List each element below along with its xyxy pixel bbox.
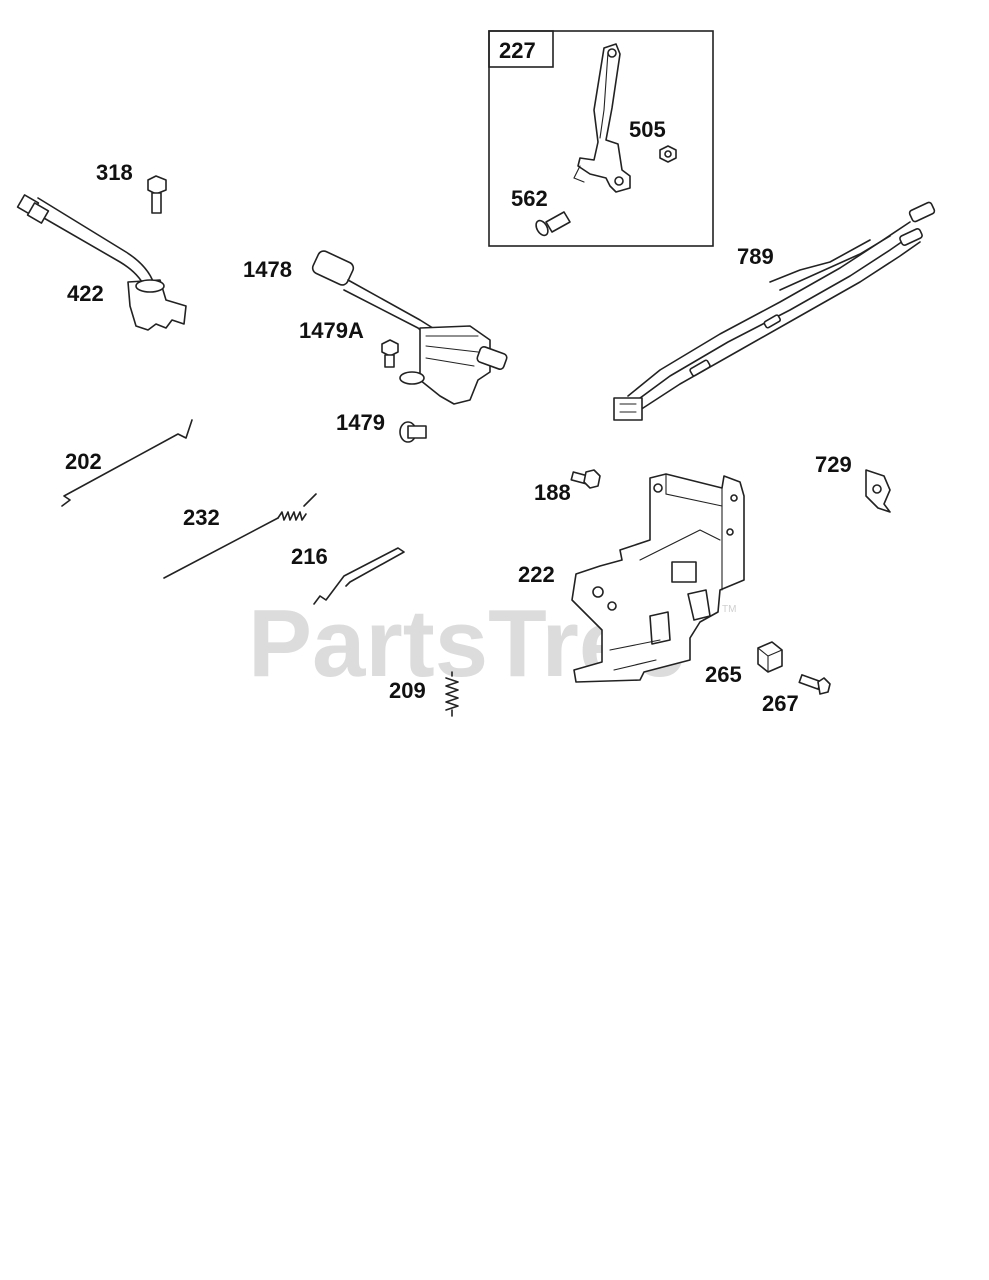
callout-562[interactable]: 562 — [511, 186, 548, 211]
wire-harness-icon[interactable] — [613, 201, 936, 421]
callout-216[interactable]: 216 — [291, 544, 328, 569]
callout-265[interactable]: 265 — [705, 662, 742, 687]
spring-link-icon[interactable] — [163, 493, 317, 579]
pin-icon[interactable] — [534, 211, 571, 237]
link-icon[interactable] — [313, 547, 405, 605]
kit-inset-box — [488, 30, 714, 247]
spring-icon[interactable] — [445, 671, 459, 717]
throttle-lever-icon[interactable] — [573, 43, 631, 193]
callout-422[interactable]: 422 — [67, 281, 104, 306]
callout-1478[interactable]: 1478 — [243, 257, 292, 282]
clip-icon[interactable] — [865, 469, 891, 513]
callout-318[interactable]: 318 — [96, 160, 133, 185]
callout-505[interactable]: 505 — [629, 117, 666, 142]
callout-267[interactable]: 267 — [762, 691, 799, 716]
callout-227[interactable]: 227 — [499, 38, 536, 63]
screw-icon[interactable] — [798, 674, 831, 695]
solenoid-icon[interactable] — [311, 249, 508, 405]
callout-232[interactable]: 232 — [183, 505, 220, 530]
callout-1479[interactable]: 1479 — [336, 410, 385, 435]
screw-icon[interactable] — [147, 175, 167, 214]
callout-188[interactable]: 188 — [534, 480, 571, 505]
watermark-trademark: TM — [722, 604, 736, 615]
callout-202[interactable]: 202 — [65, 449, 102, 474]
block-icon[interactable] — [757, 641, 783, 673]
ground-wire-icon[interactable] — [16, 194, 187, 331]
callout-209[interactable]: 209 — [389, 678, 426, 703]
callout-1479A[interactable]: 1479A — [299, 318, 364, 343]
nut-icon[interactable] — [659, 145, 677, 163]
screw-icon[interactable] — [570, 469, 601, 489]
callout-222[interactable]: 222 — [518, 562, 555, 587]
control-bracket-icon[interactable] — [571, 473, 745, 683]
screw-icon[interactable] — [399, 421, 427, 443]
callout-729[interactable]: 729 — [815, 452, 852, 477]
screw-icon[interactable] — [381, 339, 399, 368]
link-rod-icon[interactable] — [61, 419, 193, 507]
callout-789[interactable]: 789 — [737, 244, 774, 269]
